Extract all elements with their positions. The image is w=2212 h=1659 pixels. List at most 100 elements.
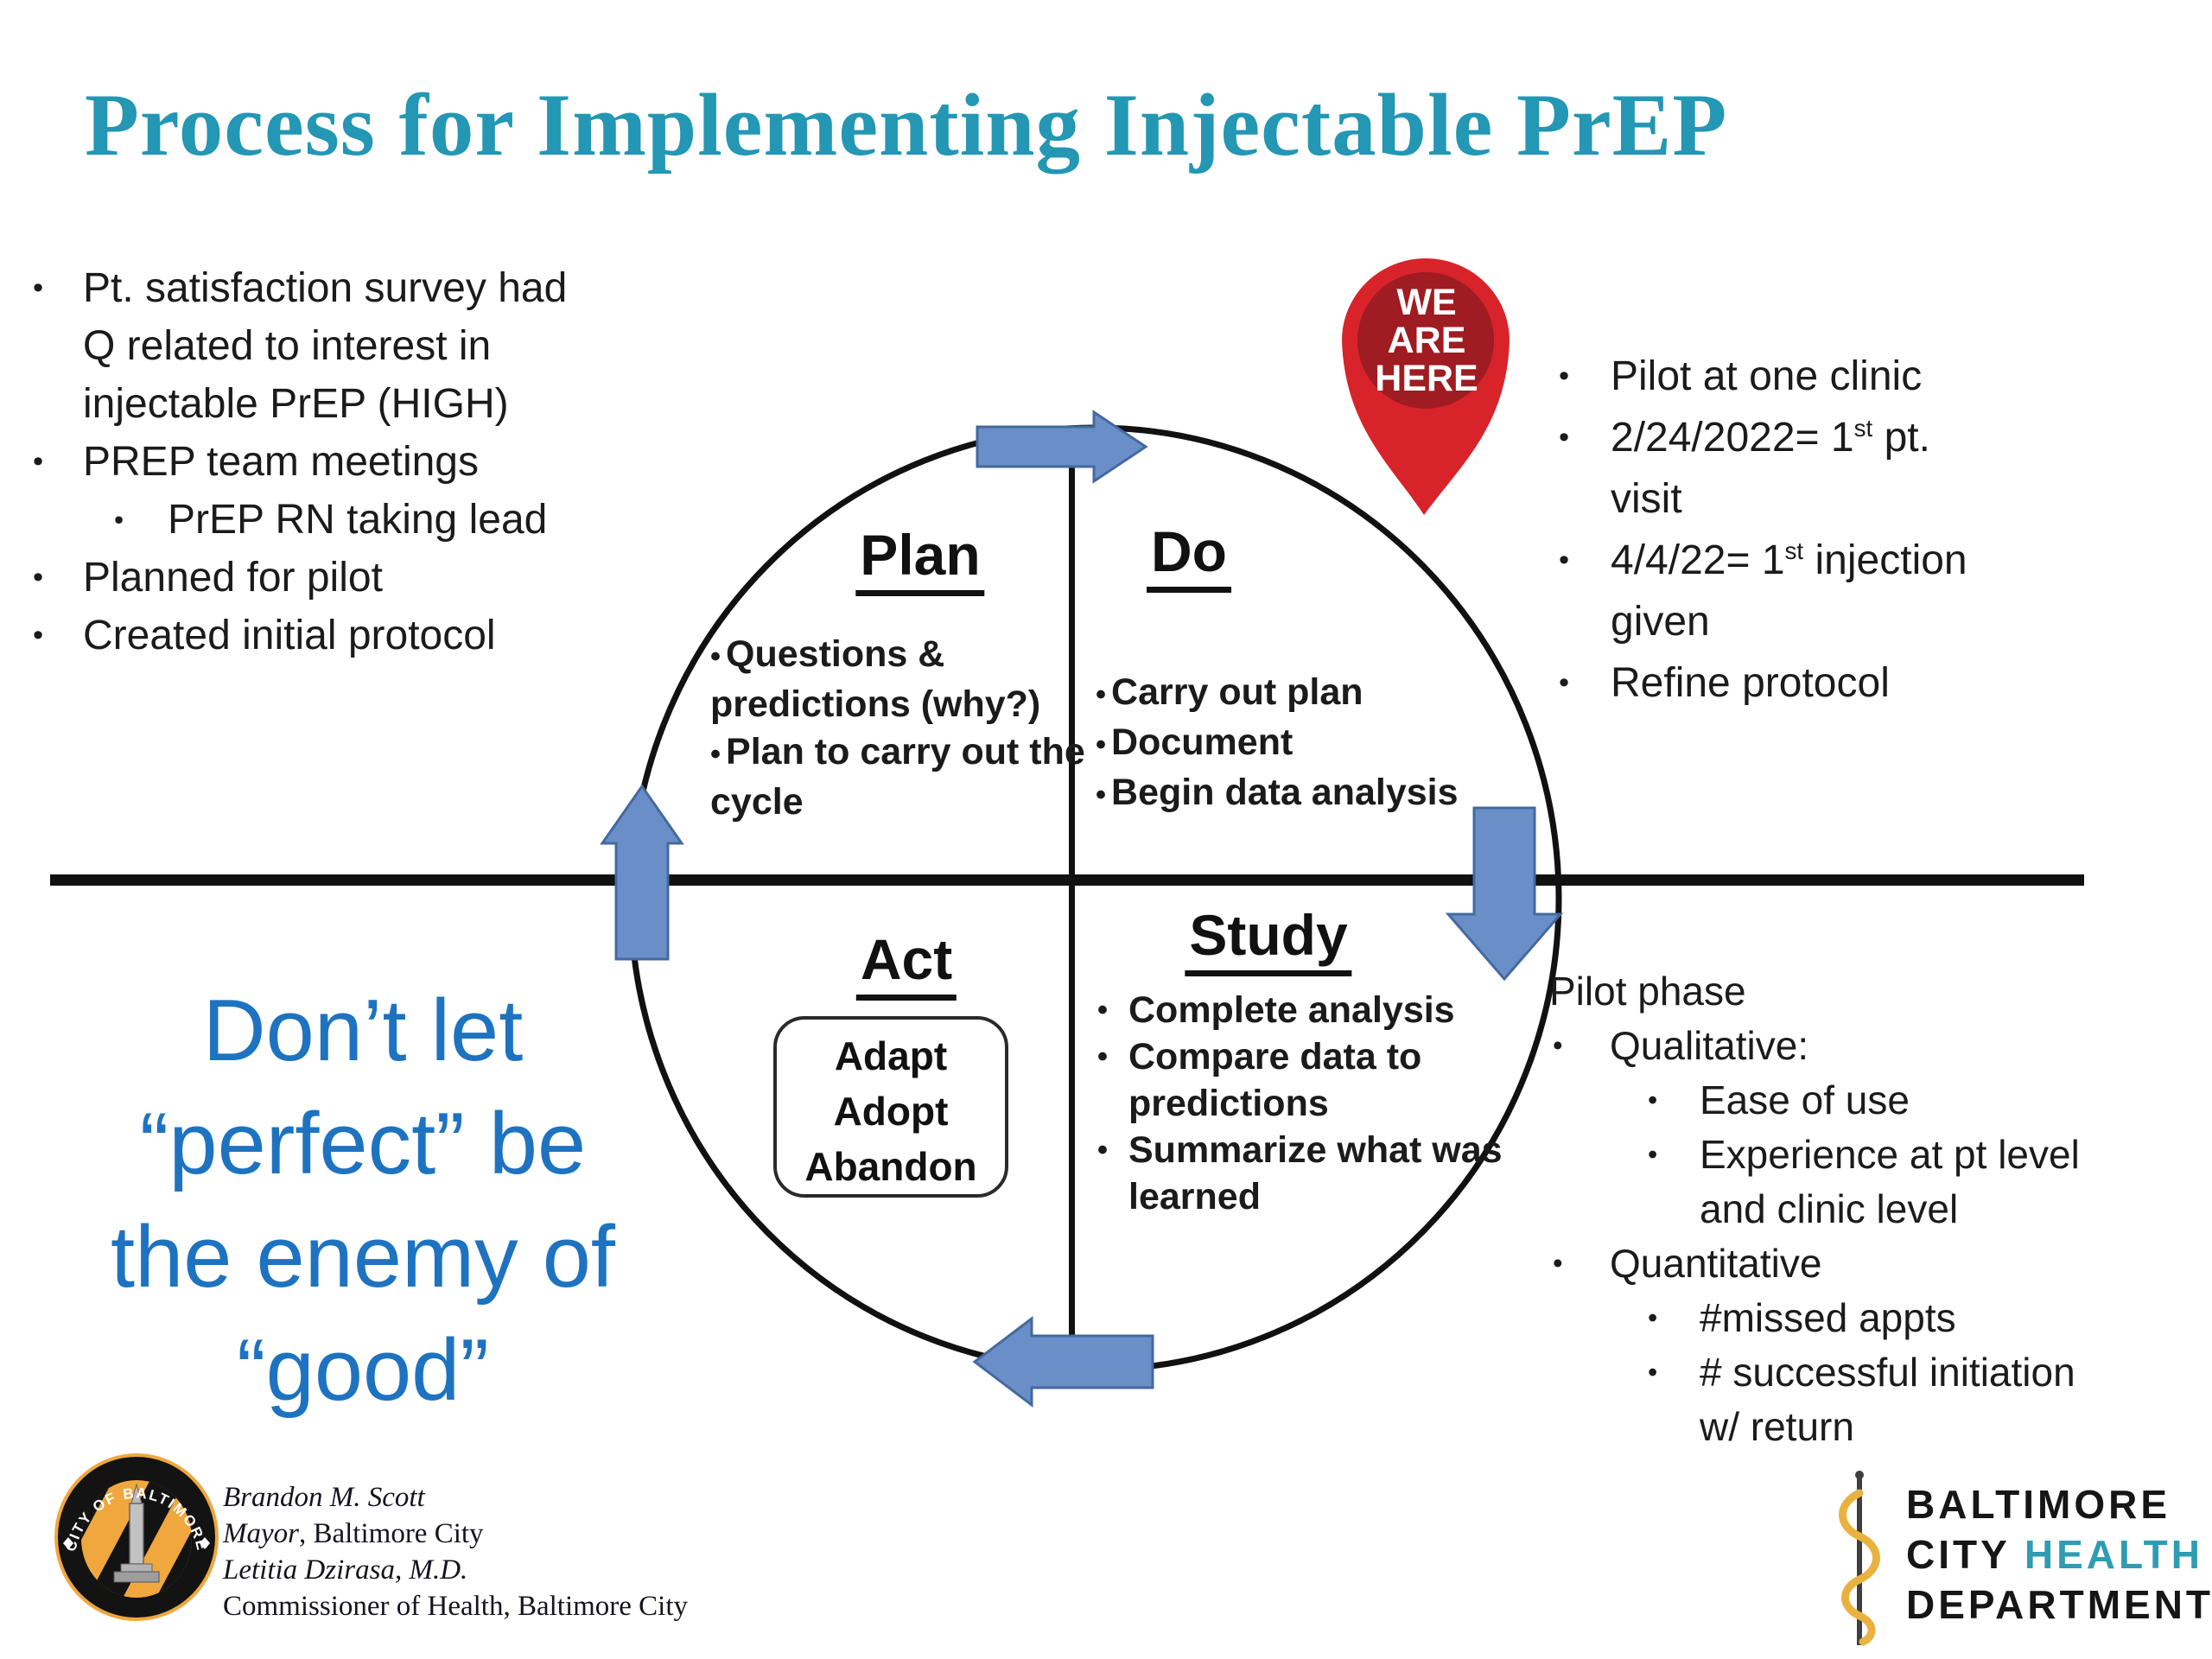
act-quadrant-label: Act [855,926,957,1001]
bullet-marker: • [1097,994,1109,1027]
list-item: •Questions & predictions (why?) [710,631,1097,728]
bullet-marker: • [1097,1040,1109,1073]
list-item-text: 2/24/2022= 1st pt. visit [1611,415,1930,522]
list-item: • Summarize what was learned [1097,1127,1512,1220]
list-item: Pilot phase [1549,964,2120,1019]
bullet-marker: • [33,445,44,478]
act-option: Abandon [804,1144,977,1189]
list-item: • Pilot at one clinic [1554,346,1996,407]
act-option: Adapt [834,1033,948,1078]
list-item-text: Plan to carry out the cycle [710,731,1085,823]
list-item: • Refine protocol [1554,652,1996,714]
city-of-baltimore-seal-icon: CITY OF BALTIMORE [54,1453,219,1621]
bullet-marker: • [1096,779,1107,811]
list-item: •Pt. satisfaction survey had Q related t… [26,259,579,433]
staff [1857,1474,1862,1645]
bullet-marker: • [1097,1134,1109,1166]
bullet-marker: • [710,640,721,673]
serpent [1839,1489,1880,1646]
bullet-marker: • [33,619,44,652]
arrow-right-icon [976,410,1148,484]
list-item: • Experience at pt level and clinic level [1639,1128,2120,1236]
list-item: •Plan to carry out the cycle [710,728,1097,826]
pin-inner-circle [1357,272,1494,409]
list-item-text: PREP team meetings [83,439,479,485]
left-bullet-list: •Pt. satisfaction survey had Q related t… [26,259,579,664]
brand-line: BALTIMORE [1906,1482,2171,1527]
credits-block: Brandon M. Scott Mayor, Baltimore City L… [223,1479,688,1624]
list-item: • Qualitative: [1549,1019,2120,1073]
act-option: Adopt [833,1089,949,1134]
list-item-text: Pilot at one clinic [1611,353,1923,399]
credit-line: Commissioner of Health, Baltimore City [223,1591,689,1622]
list-item: • Created initial protocol [26,607,579,664]
study-quadrant-label: Study [1185,902,1352,976]
bullet-marker: • [1648,1139,1658,1170]
pilot-phase-list: Pilot phase • Qualitative: • Ease of use • Exp… [1549,964,2120,1454]
bullet-marker: • [1096,678,1107,711]
bullet-marker: • [1553,1248,1563,1280]
list-item-text: Quantitative [1610,1241,1822,1286]
pin-text-line: ARE [1388,320,1466,361]
list-item-text: Summarize what was learned [1128,1129,1503,1217]
list-item-text: Planned for pilot [83,555,383,601]
list-item-text: Ease of use [1700,1077,1910,1122]
seal-diamond [200,1537,210,1549]
list-item: •Begin data analysis [1096,769,1548,819]
quote-line: the enemy of [111,1209,615,1306]
list-item: • PrEP RN taking lead [100,491,579,549]
list-item: • Complete analysis [1097,987,1512,1033]
list-item: •Planned for pilot [26,549,579,607]
bullet-marker: • [1559,666,1570,699]
battle-monument [113,1483,160,1583]
list-item: • Quantitative [1549,1236,2120,1291]
staff-top [1855,1471,1864,1479]
list-item: •2/24/2022= 1st pt. visit [1554,407,1996,530]
quote-line: Don’t let [202,982,524,1079]
list-item-text: # successful initiation w/ return [1700,1350,2075,1449]
list-item-text: Refine protocol [1611,660,1890,706]
list-item-text: Carry out plan [1111,671,1363,713]
list-item-text: Begin data analysis [1111,772,1459,813]
list-item-text: Experience at pt level and clinic level [1700,1132,2080,1231]
list-item-text: PrEP RN taking lead [168,497,548,543]
vertical-divider-line [1069,430,1075,1369]
list-item-text: Complete analysis [1128,989,1455,1031]
list-item: •4/4/22= 1st injection given [1554,530,1996,652]
bullet-marker: • [1559,359,1570,392]
arrow-down-icon [1445,806,1564,982]
bullet-marker: • [1559,543,1570,576]
plan-quadrant-label: Plan [855,522,985,596]
arrow-up-icon [600,784,684,961]
right-bullet-list: •Pilot at one clinic•2/24/2022= 1st pt. … [1554,346,1996,714]
act-options-box: Adapt Adopt Abandon [773,1016,1008,1198]
pin-text-line: HERE [1375,358,1478,399]
credit-line: Letitia Dzirasa, M.D. [223,1554,468,1586]
list-item: • Ease of use [1639,1073,2120,1128]
bullet-marker: • [1648,1084,1658,1116]
bullet-marker: • [114,504,124,535]
quote-line: “perfect” be [139,1096,587,1192]
credit-line: Mayor, Baltimore City [223,1518,484,1549]
bullet-marker: • [710,738,721,771]
bullet-marker: • [1553,1030,1563,1062]
rod-of-asclepius-icon [1839,1471,1880,1646]
list-item: • PREP team meetings [26,433,579,491]
list-item-text: Created initial protocol [83,613,496,658]
list-item: •Carry out plan [1096,669,1548,719]
bullet-marker: • [1648,1357,1658,1388]
arrow-left-icon [972,1315,1154,1408]
list-item-text: Compare data to predictions [1128,1036,1422,1124]
bullet-marker: • [33,271,44,304]
bullet-marker: • [1096,728,1107,761]
horizontal-axis-line [50,874,2084,886]
credit-line: Brandon M. Scott [223,1482,425,1513]
brand-line: DEPARTMENT [1906,1582,2212,1627]
list-item-text: Qualitative: [1610,1023,1809,1068]
list-item: •#missed appts [1639,1291,2120,1345]
cycle-circle [627,424,1562,1373]
